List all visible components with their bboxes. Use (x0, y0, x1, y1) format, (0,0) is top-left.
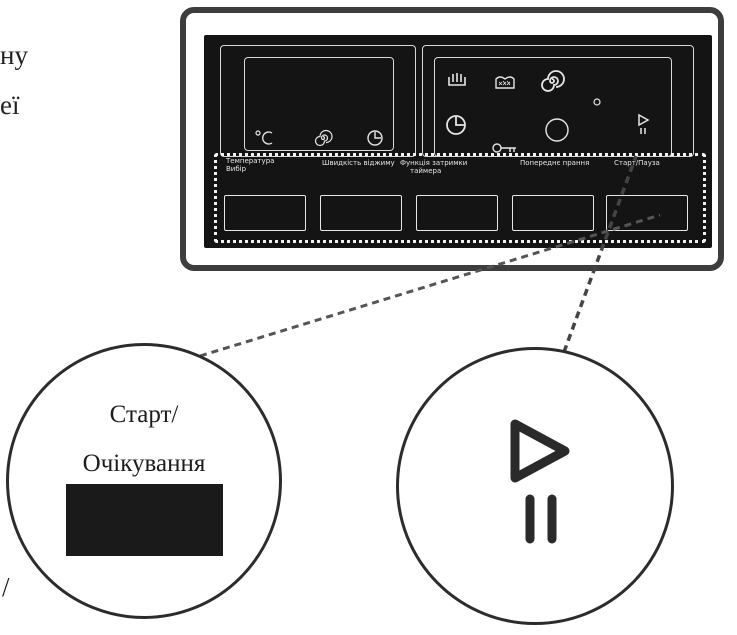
spiral-icon (541, 70, 565, 92)
zoom-label-standby: Очікування (82, 450, 206, 477)
dot-icon (593, 98, 601, 106)
timer-icon (367, 130, 383, 146)
label-delay-sub: таймера (410, 167, 442, 175)
ring-icon (545, 118, 569, 142)
clock-icon (446, 115, 466, 135)
delay-timer-button[interactable] (416, 195, 498, 231)
zoom-circle-start-standby (6, 343, 282, 619)
key-icon (492, 143, 516, 153)
label-prewash: Попереднє прання (520, 159, 590, 167)
zoom-circle-play-pause (396, 347, 674, 625)
right-outline (422, 45, 694, 157)
margin-text-line-2: еї (0, 90, 20, 120)
temperature-icon (255, 130, 273, 145)
label-temperature-sub: Вибір (226, 165, 247, 173)
margin-text-line-3: / (2, 572, 10, 602)
spin-speed-button[interactable] (320, 195, 402, 231)
play-pause-icon (638, 113, 650, 134)
temperature-button[interactable] (224, 195, 306, 231)
prewash-button[interactable] (512, 195, 594, 231)
hand-wash-icon (448, 73, 466, 86)
zoom-label-start: Старт/ (109, 401, 179, 428)
label-spin: Швидкість віджиму (322, 159, 395, 167)
margin-text-line-1: ну (0, 40, 28, 70)
delicate-icon (495, 76, 515, 89)
play-pause-icon-large (510, 419, 570, 544)
button-area-dotted (214, 153, 706, 243)
spin-icon (314, 129, 333, 147)
control-panel: Температура Вибір Швидкість віджиму Функ… (204, 35, 712, 248)
label-start-pause: Старт/Пауза (614, 159, 660, 167)
label-delay: Функція затримки (400, 159, 468, 167)
label-temperature: Температура (226, 157, 275, 165)
start-pause-button[interactable] (606, 195, 688, 231)
zoom-button-illustration (66, 484, 223, 556)
display-window (244, 57, 394, 151)
display-outline (220, 45, 416, 157)
